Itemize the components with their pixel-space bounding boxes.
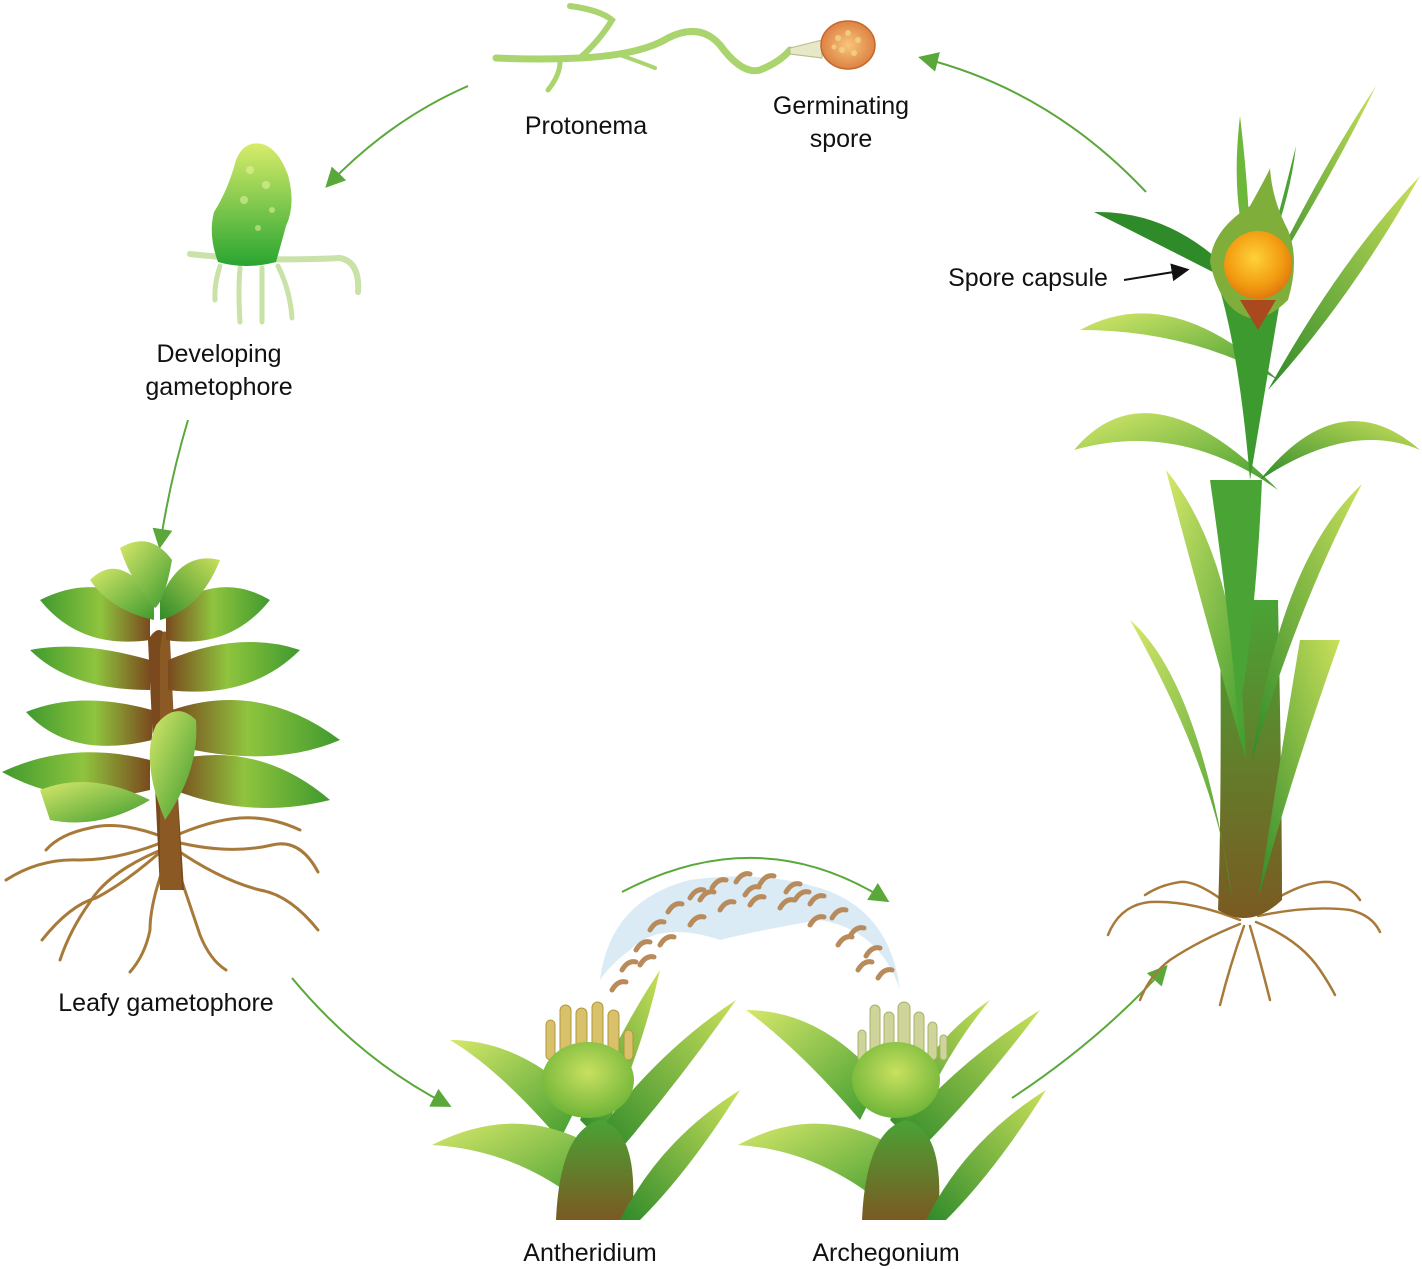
arrow-developing-to-leafy [152,419,189,549]
arrow-archegonium-to-sporophyte [1011,965,1168,1099]
label-leafy-gametophore: Leafy gametophore [58,989,274,1017]
label-antheridium: Antheridium [523,1239,657,1267]
arrow-sporophyte-to-spore [918,52,1147,193]
antheridium-icon [432,970,740,1220]
arrow-protonema-to-developing [325,85,469,188]
sperm-cloud-icon [600,871,900,993]
arrow-leafy-to-antheridium [291,977,452,1107]
label-germinating-spore: Germinating spore [772,92,910,153]
sporophyte-icon [1074,86,1420,1007]
archegonium-icon [738,1000,1046,1220]
developing-gametophore-icon [187,143,362,325]
label-spore-capsule: Spore capsule [948,264,1108,292]
spore-capsule-pointer [1123,263,1190,282]
leafy-gametophore-icon [2,541,340,974]
cycle-arrows [152,52,1168,1107]
protonema-icon [492,3,794,93]
label-developing-gametophore: Developing gametophore [145,340,293,401]
label-protonema: Protonema [524,112,648,140]
arrow-sperm-transfer [621,857,890,903]
germinating-spore-icon [789,20,876,70]
label-archegonium: Archegonium [812,1239,960,1267]
